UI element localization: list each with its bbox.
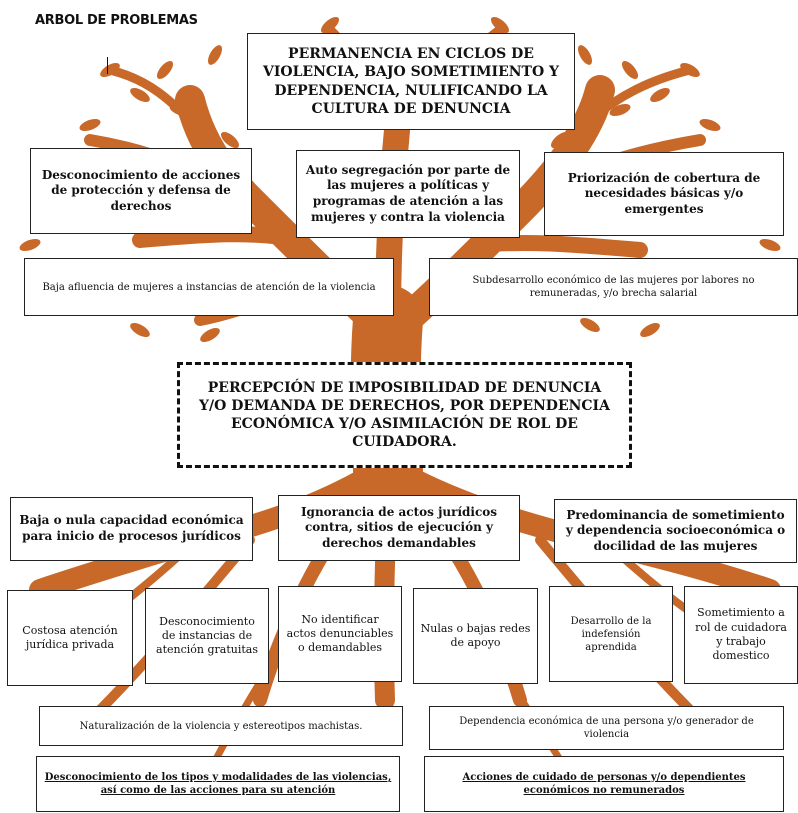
effect-box-3: Priorización de cobertura de necesidades… [544,152,784,236]
cause-text-5: Desconocimiento de instancias de atenció… [156,614,258,657]
cause-box-1: Baja o nula capacidad económica para ini… [10,497,253,561]
diagram-title: ARBOL DE PROBLEMAS [35,13,198,28]
cause-box-5: Desconocimiento de instancias de atenció… [145,588,269,684]
cause-box-6: No identificar actos denunciables o dema… [278,586,402,682]
cause-text-8: Desarrollo de la indefensión aprendida [570,615,652,653]
cause-text-6: No identificar actos denunciables o dema… [286,612,394,655]
central-problem-box: PERCEPCIÓN DE IMPOSIBILIDAD DE DENUNCIA … [177,362,632,468]
cause-text-9: Sometimiento a rol de cuidadora y trabaj… [695,606,787,663]
cause-box-9: Sometimiento a rol de cuidadora y trabaj… [684,586,798,684]
cause-box-13: Acciones de cuidado de personas y/o depe… [424,756,784,812]
cause-box-3: Predominancia de sometimiento y dependen… [554,499,797,563]
effect-text-2: Auto segregación por parte de las mujere… [305,162,511,224]
cause-box-7: Nulas o bajas redes de apoyo [413,588,538,684]
main-effect-text: PERMANENCIA EN CICLOS DE VIOLENCIA, BAJO… [262,46,560,117]
cause-box-11: Dependencia económica de una persona y/o… [429,706,784,750]
effect-text-4: Baja afluencia de mujeres a instancias d… [42,281,376,293]
cause-box-12: Desconocimiento de los tipos y modalidad… [36,756,400,812]
cause-text-10: Naturalización de la violencia y estereo… [79,720,363,732]
cause-box-10: Naturalización de la violencia y estereo… [39,706,403,746]
cause-text-1: Baja o nula capacidad económica para ini… [19,513,244,543]
cause-box-8: Desarrollo de la indefensión aprendida [549,586,673,682]
cause-box-4: Costosa atención jurídica privada [7,590,133,686]
effect-box-4: Baja afluencia de mujeres a instancias d… [24,258,394,316]
effect-box-2: Auto segregación por parte de las mujere… [296,150,520,238]
effect-box-1: Desconocimiento de acciones de protecció… [30,148,252,234]
central-problem-text: PERCEPCIÓN DE IMPOSIBILIDAD DE DENUNCIA … [199,379,610,451]
effect-text-3: Priorización de cobertura de necesidades… [567,170,761,216]
cause-text-4: Costosa atención jurídica privada [22,623,118,651]
cause-text-13: Acciones de cuidado de personas y/o depe… [462,772,746,796]
text-cursor [107,57,108,74]
main-effect-box: PERMANENCIA EN CICLOS DE VIOLENCIA, BAJO… [247,33,575,130]
effect-text-1: Desconocimiento de acciones de protecció… [41,167,241,213]
cause-box-2: Ignorancia de actos jurídicos contra, si… [278,495,520,561]
cause-text-7: Nulas o bajas redes de apoyo [420,621,531,649]
cause-text-11: Dependencia económica de una persona y/o… [459,716,754,740]
effect-text-5: Subdesarrollo económico de las mujeres p… [472,275,755,299]
cause-text-12: Desconocimiento de los tipos y modalidad… [44,772,392,796]
cause-text-2: Ignorancia de actos jurídicos contra, si… [300,504,498,550]
cause-text-3: Predominancia de sometimiento y dependen… [565,507,786,553]
effect-box-5: Subdesarrollo económico de las mujeres p… [429,258,798,316]
